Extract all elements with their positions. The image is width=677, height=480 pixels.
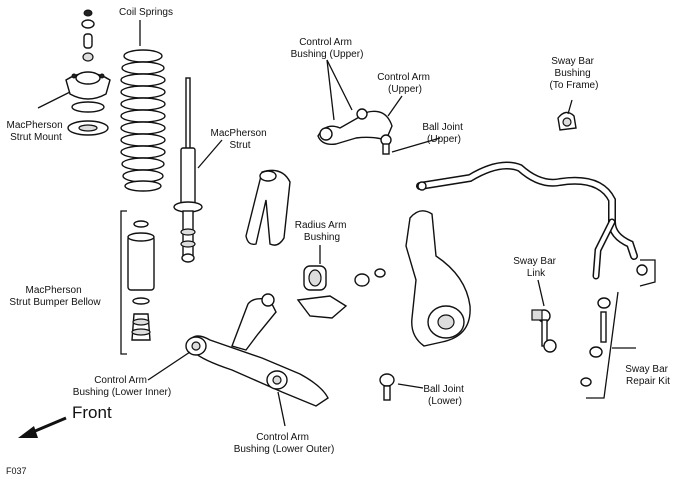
leader-lines	[37, 20, 636, 427]
label-ball-joint-upper: Ball Joint (Upper)	[422, 122, 465, 145]
sway-bar-link-part	[531, 309, 557, 353]
lower-ball-joint-part	[379, 373, 395, 401]
repair-kit-bracket-bottom	[586, 291, 619, 399]
label-sway-bar-link: Sway Bar Link	[513, 256, 559, 279]
label-strut: MacPherson Strut	[211, 128, 270, 151]
sway-bar-part	[416, 161, 638, 280]
label-ball-joint-lower: Ball Joint (Lower)	[423, 384, 466, 407]
strut-part	[173, 77, 203, 263]
steering-knuckle-part	[405, 210, 471, 347]
label-sway-bar-bushing: Sway Bar Bushing (To Frame)	[550, 56, 599, 91]
label-control-arm-upper: Control Arm (Upper)	[377, 72, 433, 95]
label-coil-springs: Coil Springs	[119, 7, 173, 18]
front-label: Front	[72, 403, 112, 422]
repair-kit-bracket-top	[639, 259, 656, 287]
label-control-arm-bushing-upper: Control Arm Bushing (Upper)	[291, 37, 364, 60]
sway-bar-repair-kit-part	[580, 264, 648, 387]
front-arrow-icon	[18, 416, 67, 438]
strut-mount-part	[65, 9, 111, 136]
knuckle-bracket-part	[245, 169, 291, 246]
label-strut-mount: MacPherson Strut Mount	[7, 120, 66, 143]
radius-arm-bushing-part	[296, 265, 386, 319]
coil-spring-part	[120, 49, 166, 192]
lower-control-arm-part	[185, 293, 329, 407]
label-control-arm-bushing-lower-inner: Control Arm Bushing (Lower Inner)	[73, 375, 171, 398]
upper-control-arm-part	[317, 108, 393, 155]
label-radius-arm-bushing: Radius Arm Bushing	[295, 220, 349, 243]
figure-code: F037	[6, 466, 27, 476]
bumper-bellow-part	[127, 220, 155, 341]
label-sway-bar-repair-kit: Sway Bar Repair Kit	[625, 364, 671, 387]
sway-bar-bushing-part	[557, 111, 577, 131]
label-control-arm-bushing-lower-outer: Control Arm Bushing (Lower Outer)	[234, 432, 335, 455]
label-bumper-bellow: MacPherson Strut Bumper Bellow	[9, 285, 101, 308]
bumper-bellow-bracket	[120, 210, 127, 355]
